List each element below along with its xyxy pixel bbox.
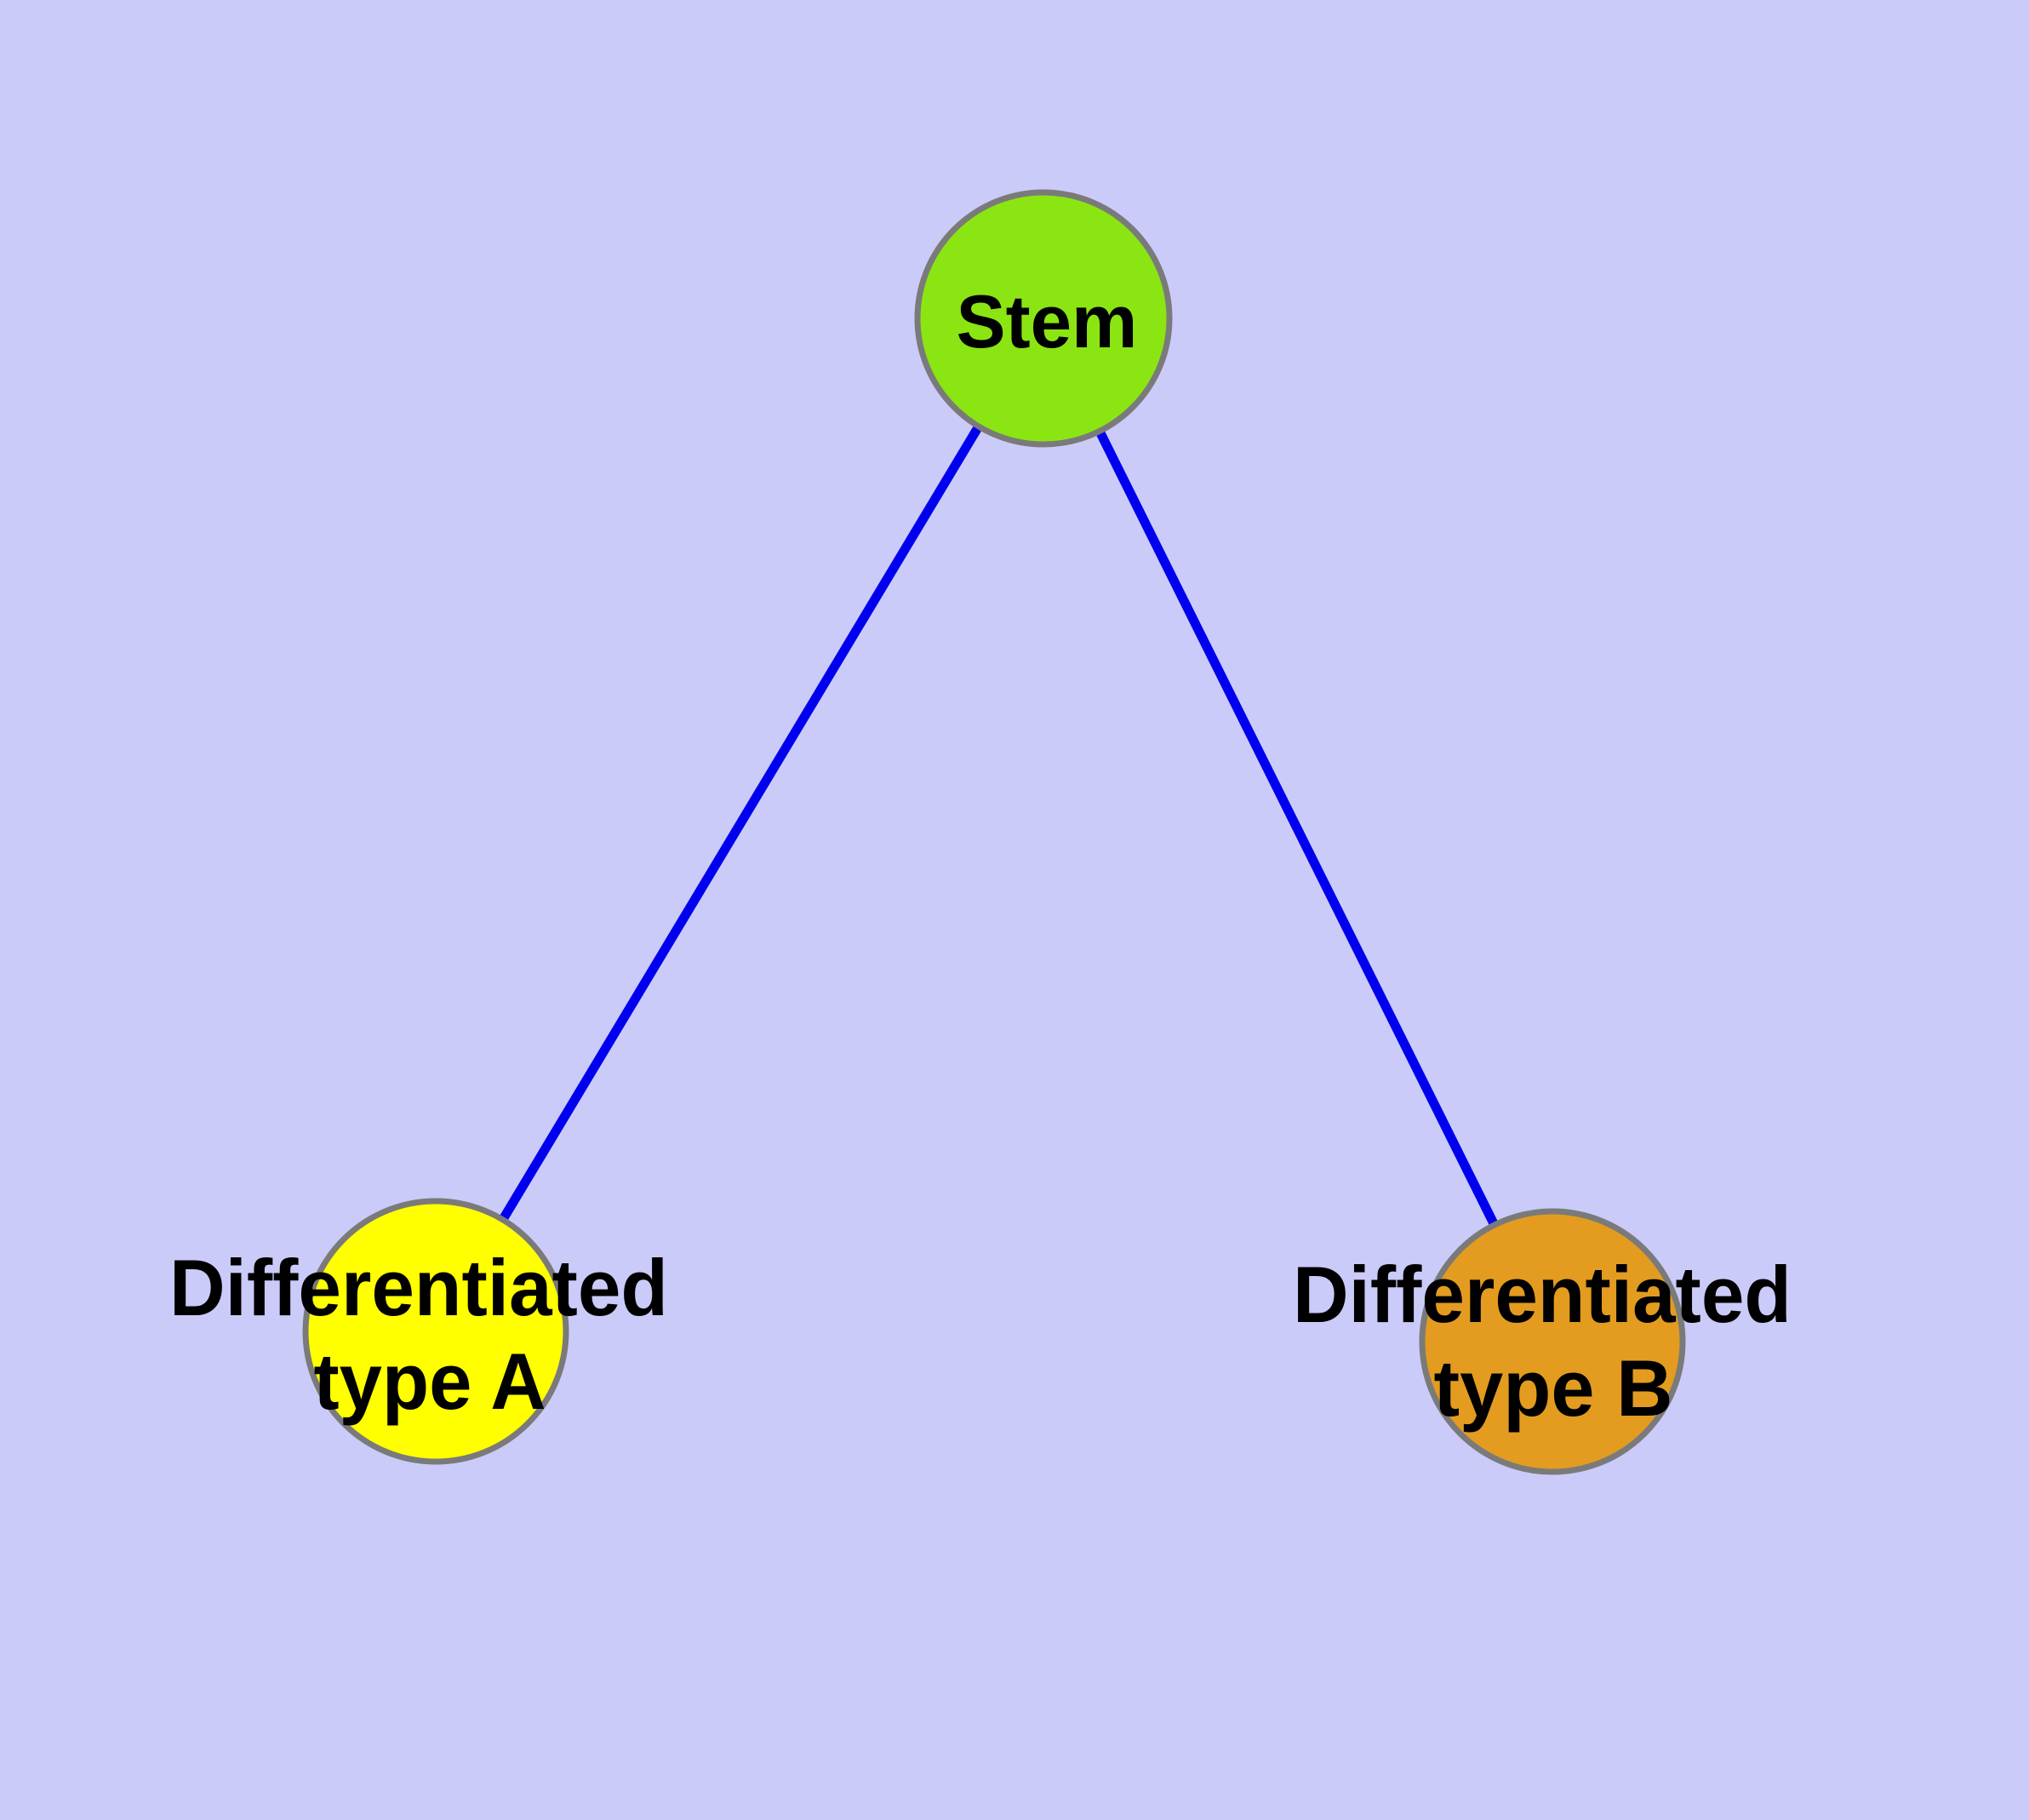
- edge-stem-to-type-b: [1039, 316, 1557, 1344]
- type-b-label-line1: Differentiated: [1293, 1250, 1792, 1339]
- type-a-label-line2: type A: [314, 1336, 546, 1426]
- type-a-label-line1: Differentiated: [169, 1243, 668, 1332]
- type-b-label-line2: type B: [1434, 1343, 1673, 1433]
- edge-stem-to-type-a: [432, 316, 1048, 1334]
- differentiated-type-a-node: [302, 1198, 569, 1465]
- differentiated-type-b-node: [1419, 1208, 1686, 1475]
- stem-node-label: Stem: [957, 279, 1138, 363]
- differentiated-type-b-label: Differentiated type B: [1293, 1250, 1814, 1433]
- stem-node: [914, 189, 1173, 448]
- differentiated-type-a-label: Differentiated type A: [169, 1243, 690, 1426]
